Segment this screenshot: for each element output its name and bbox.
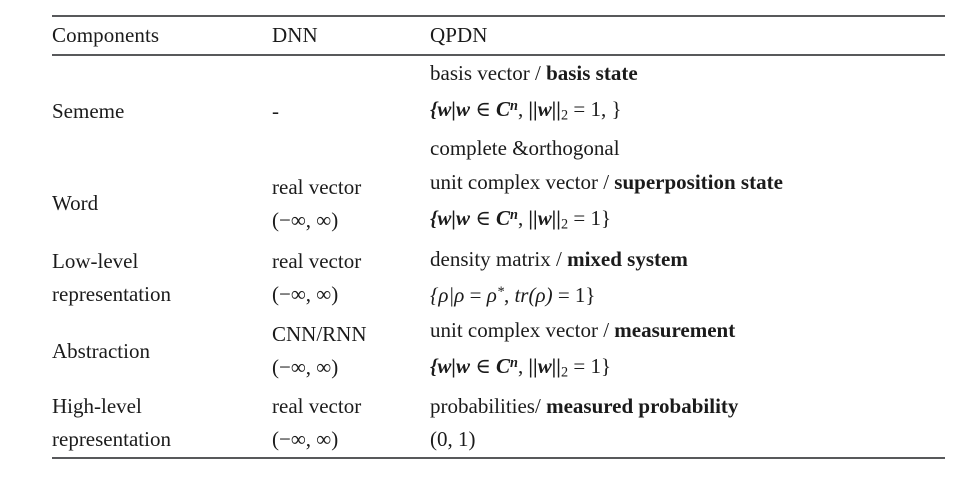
qpdn-term: unit complex vector / measurement (430, 314, 945, 347)
component-label: Low-level (52, 248, 139, 273)
cell-qpdn: unit complex vector / superposition stat… (430, 166, 945, 242)
qpdn-constraint: {w|w ∈ Cn, ||w||2 = 1} (430, 353, 612, 381)
dnn-type: real vector (272, 174, 362, 199)
qpdn-term-bold: mixed system (567, 247, 688, 272)
dnn-type: CNN/RNN (272, 322, 367, 347)
column-header-dnn: DNN (272, 23, 318, 47)
qpdn-term-plain: density matrix / (430, 247, 568, 272)
qpdn-constraint: {w|w ∈ Cn, ||w||2 = 1, } (430, 96, 622, 124)
qpdn-constraint: {w|w ∈ Cn, ||w||2 = 1} (430, 205, 612, 233)
qpdn-term-plain: basis vector / (430, 60, 547, 85)
column-header-qpdn: QPDN (430, 23, 488, 47)
qpdn-term-plain: unit complex vector / (430, 317, 615, 342)
cell-component: Word (52, 166, 272, 242)
qpdn-note: complete &orthogonal (430, 136, 620, 161)
cell-qpdn: basis vector / basis state {w|w ∈ Cn, ||… (430, 56, 945, 166)
dnn-value: - (272, 98, 279, 123)
dnn-range: (−∞, ∞) (272, 355, 339, 380)
cell-qpdn: density matrix / mixed system {ρ|ρ = ρ*,… (430, 242, 945, 314)
dnn-range: (−∞, ∞) (272, 427, 339, 452)
dnn-range: (−∞, ∞) (272, 281, 339, 306)
qpdn-term: probabilities/ measured probability (430, 390, 945, 423)
dnn-type: real vector (272, 248, 362, 273)
dnn-range: (−∞, ∞) (272, 207, 339, 232)
qpdn-term-plain: probabilities/ (430, 394, 547, 419)
cell-dnn: real vector (−∞, ∞) (272, 389, 430, 457)
table-row: Abstraction CNN/RNN (−∞, ∞) unit complex… (52, 314, 945, 390)
component-label: Abstraction (52, 338, 150, 363)
table-row: Low-level representation real vector (−∞… (52, 242, 945, 314)
cell-component: Sememe (52, 56, 272, 166)
cell-component: Low-level representation (52, 242, 272, 314)
cell-dnn: - (272, 56, 430, 166)
qpdn-constraint: (0, 1) (430, 427, 476, 452)
table-row: High-level representation real vector (−… (52, 389, 945, 457)
cell-dnn: CNN/RNN (−∞, ∞) (272, 314, 430, 390)
cell-dnn: real vector (−∞, ∞) (272, 166, 430, 242)
qpdn-term-bold: measurement (614, 317, 736, 342)
component-label: Word (52, 191, 99, 216)
qpdn-term-bold: measured probability (546, 394, 739, 419)
qpdn-constraint: {ρ|ρ = ρ*, tr(ρ) = 1} (430, 283, 596, 308)
component-label-cont: representation (52, 281, 171, 306)
comparison-table: Components DNN QPDN Sememe - (52, 15, 945, 460)
column-header-components: Components (52, 23, 160, 47)
cell-component: Abstraction (52, 314, 272, 390)
table-bottom-rule (52, 457, 945, 460)
qpdn-term: unit complex vector / superposition stat… (430, 166, 945, 199)
cell-component: High-level representation (52, 389, 272, 457)
qpdn-term-bold: basis state (546, 60, 638, 85)
table-top-rule (52, 15, 945, 17)
component-label: Sememe (52, 98, 125, 123)
table-row: Word real vector (−∞, ∞) unit complex ve… (52, 166, 945, 242)
qpdn-term: density matrix / mixed system (430, 243, 945, 276)
cell-dnn: real vector (−∞, ∞) (272, 242, 430, 314)
table-body: Sememe - basis vector / basis state {w|w… (52, 56, 945, 457)
qpdn-term: basis vector / basis state (430, 57, 945, 90)
component-label: High-level (52, 394, 142, 419)
table-header-row: Components DNN QPDN (52, 17, 945, 54)
cell-qpdn: probabilities/ measured probability (0, … (430, 389, 945, 457)
dnn-type: real vector (272, 394, 362, 419)
table: Components DNN QPDN (52, 17, 945, 54)
table-header-rule (52, 54, 945, 56)
cell-qpdn: unit complex vector / measurement {w|w ∈… (430, 314, 945, 390)
qpdn-term-plain: unit complex vector / (430, 170, 615, 194)
table-row: Sememe - basis vector / basis state {w|w… (52, 56, 945, 166)
qpdn-term-bold: superposition state (614, 170, 783, 194)
component-label-cont: representation (52, 427, 171, 452)
